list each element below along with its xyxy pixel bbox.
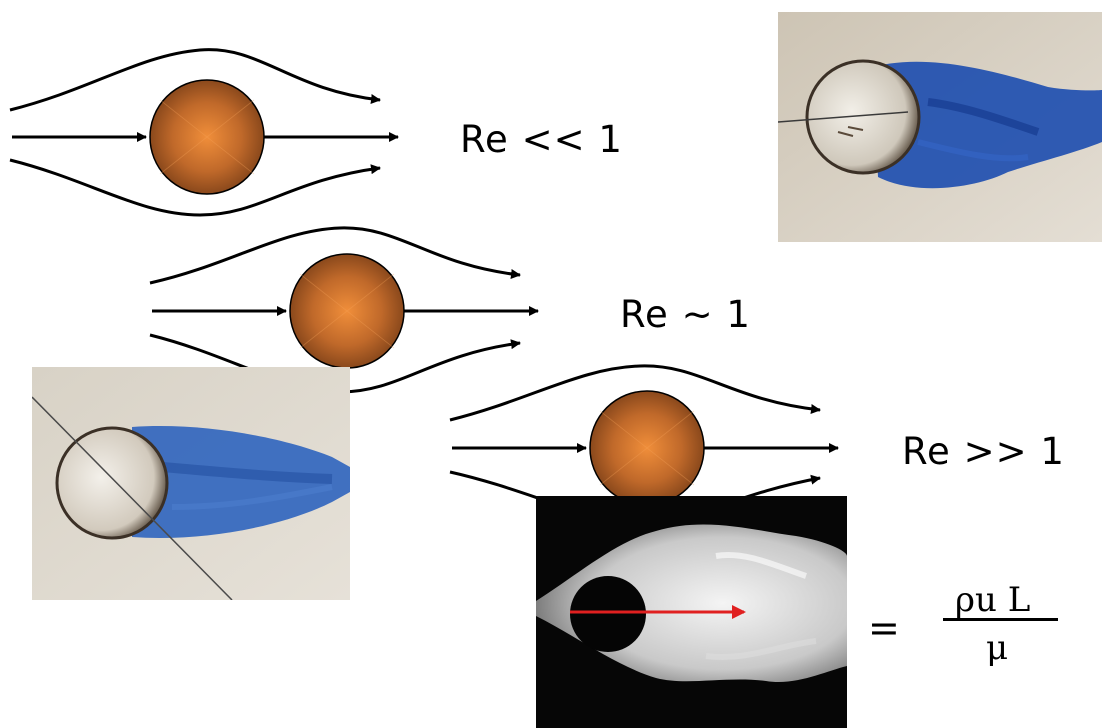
- wake-photo-high-re: [536, 496, 847, 728]
- formula-denominator: μ: [986, 628, 1009, 668]
- diagram-re-mid: [149, 226, 539, 394]
- streamline-upper: [449, 364, 821, 422]
- diagram-re-low: [9, 48, 399, 217]
- dye-photo-low-re: [778, 12, 1102, 242]
- formula-equals: =: [868, 606, 900, 650]
- streamline-lower: [9, 158, 381, 217]
- re-label-low: Re << 1: [460, 118, 623, 161]
- dye-photo-mid-re: [32, 367, 350, 600]
- diagram-re-high: [449, 364, 839, 524]
- streamline-upper: [9, 48, 381, 112]
- sphere: [149, 79, 265, 195]
- streamline-upper: [149, 226, 521, 285]
- re-label-mid: Re ~ 1: [620, 293, 751, 336]
- formula-numerator: ρu L: [955, 580, 1031, 620]
- fraction-bar: [943, 618, 1058, 621]
- re-label-high: Re >> 1: [902, 430, 1065, 473]
